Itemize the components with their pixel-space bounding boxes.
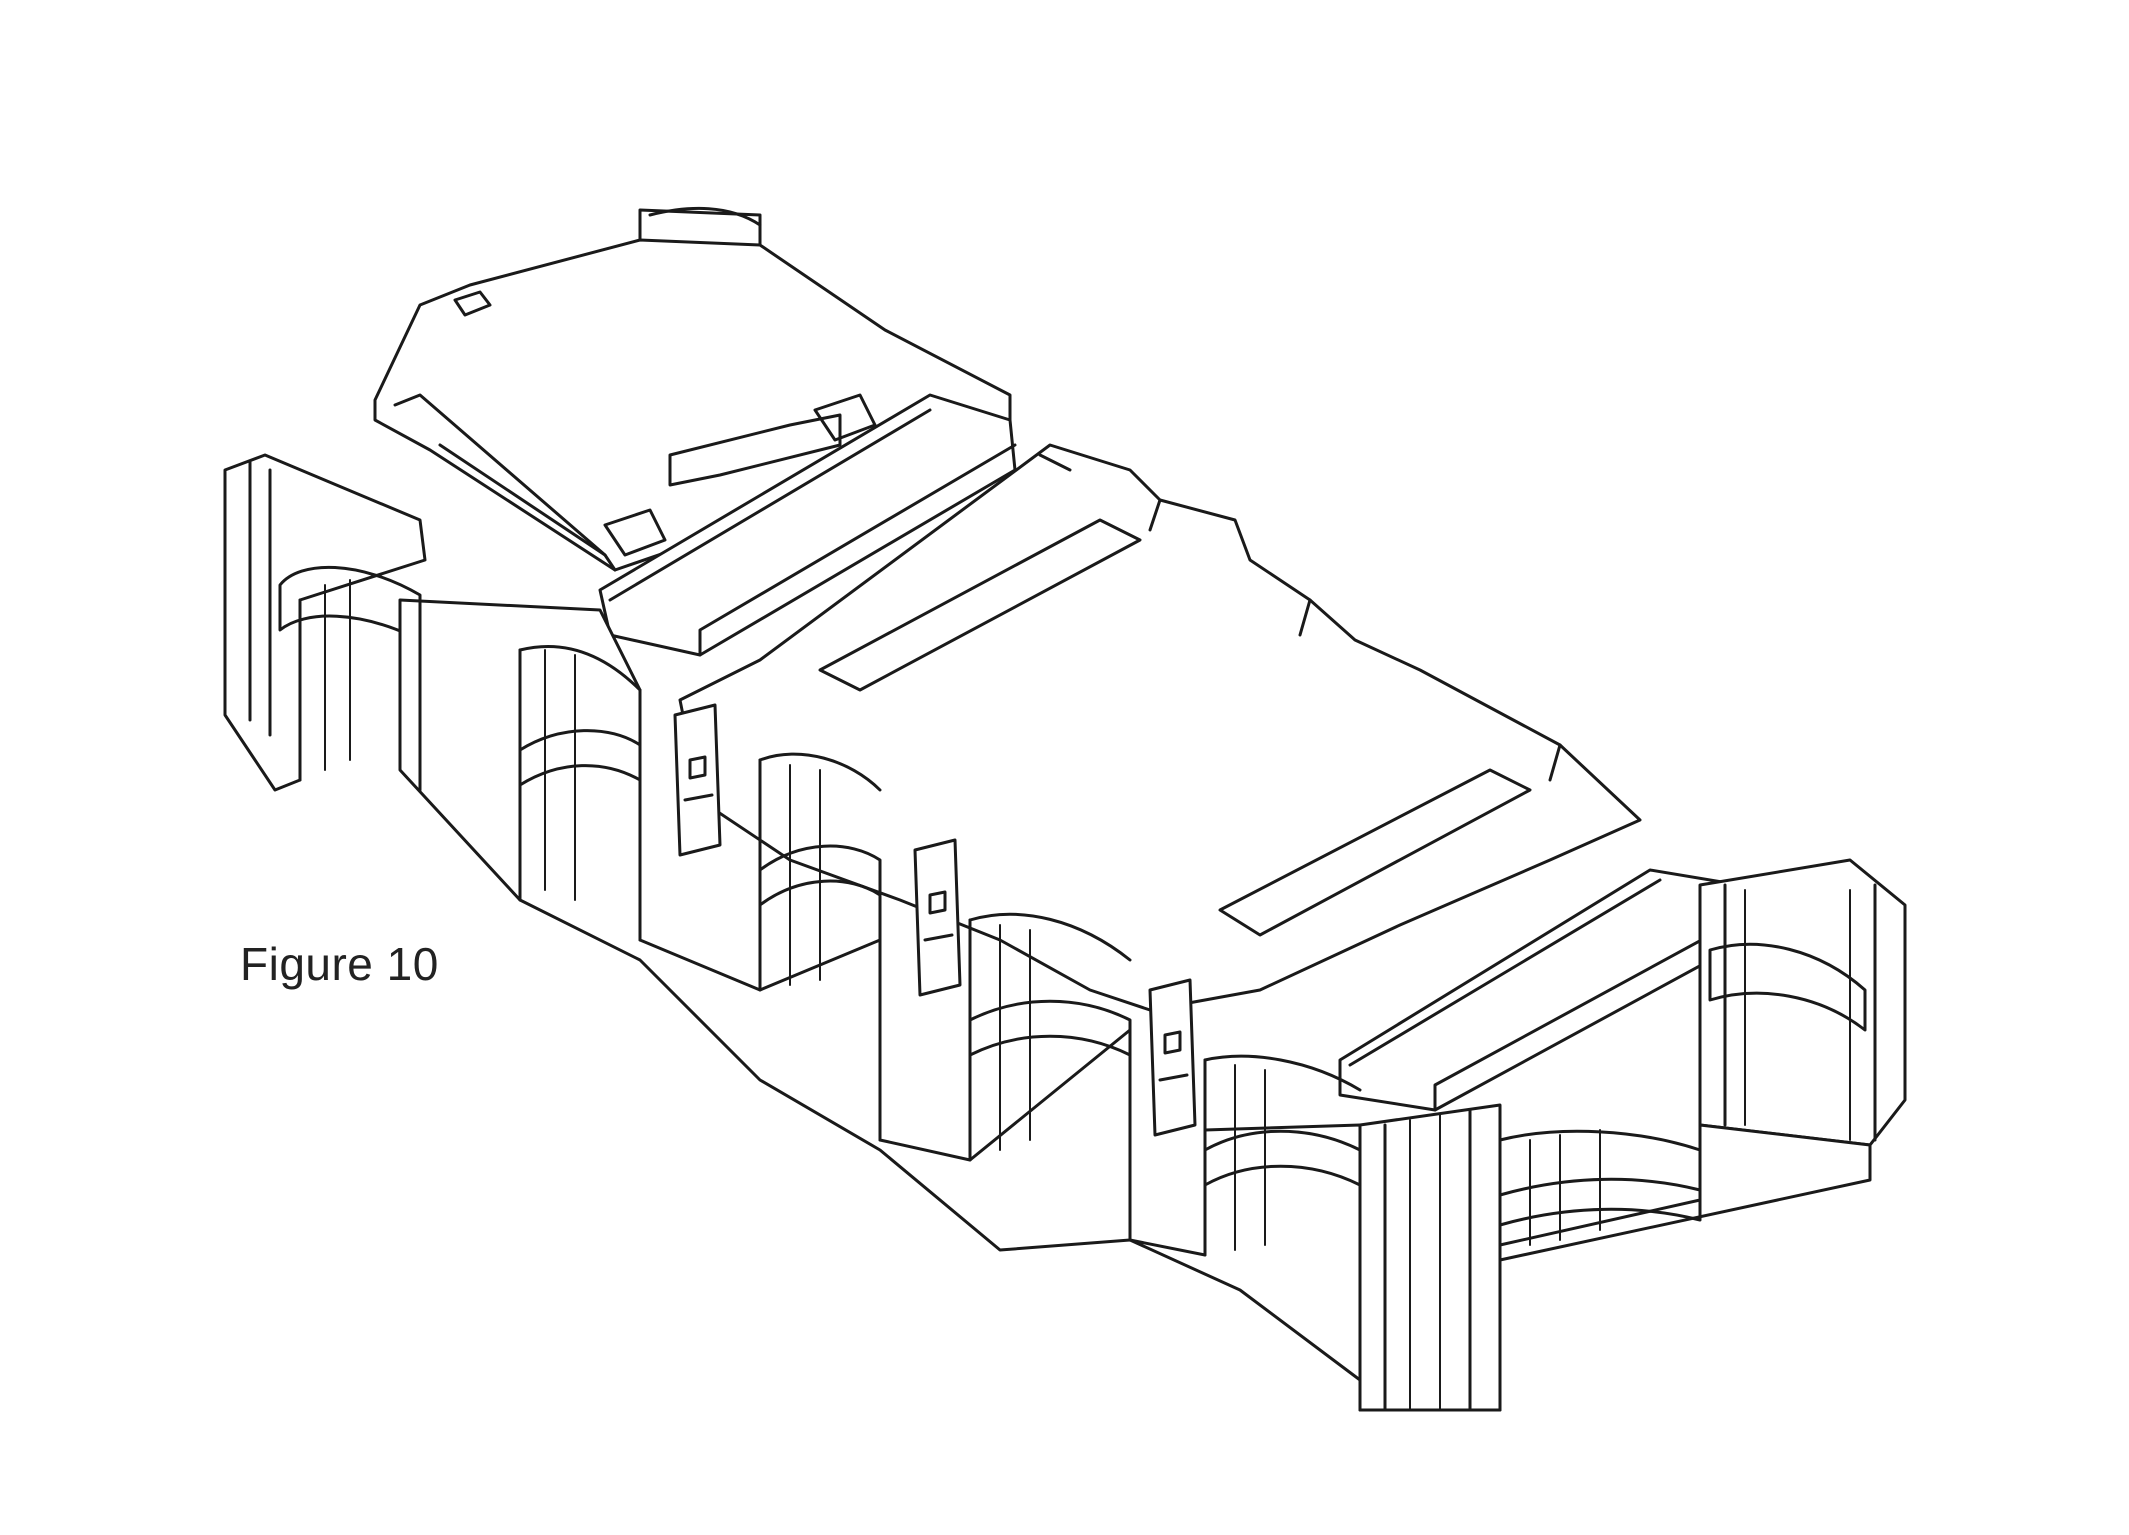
left-end-block [223,453,427,792]
latch-2 [913,838,962,997]
right-end-block [1698,858,1907,1147]
case-base [398,598,1872,1412]
latch-1 [673,703,722,857]
figure-caption: Figure 10 [240,938,439,990]
latch-3 [1148,978,1197,1137]
rear-lid [373,207,1012,572]
